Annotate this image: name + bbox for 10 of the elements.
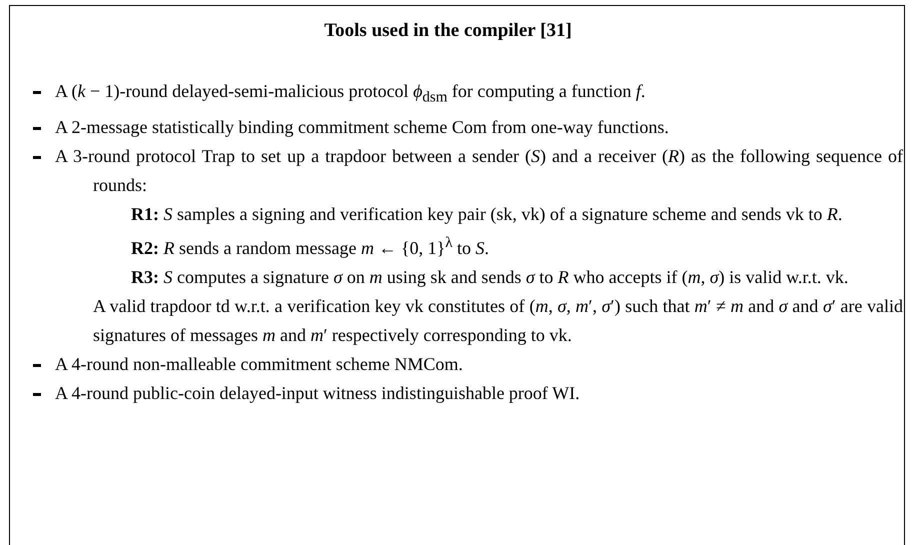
- paragraph: A valid trapdoor td w.r.t. a verification key vk constitutes of (m, σ, m′, σ′) such that m′ ≠ m and σ and σ′ are valid signatures of messages m and m′ respectively corresponding to vk.: [92, 294, 903, 347]
- round-step: R1: S samples a signing and verification key pair (sk, vk) of a signature scheme and sends vk to R.: [55, 200, 903, 229]
- list-item: A 4-round non-malleable commitment scheme NMCom.: [55, 352, 464, 376]
- round-step: R2: R sends a random message m ← {0, 1}$^{λ}$ to S.: [55, 228, 903, 263]
- list-item: A (k − 1)-round delayed-semi-malicious protocol ϕ$_{dsm}$ for computing a function f.: [55, 80, 646, 108]
- list-item: A 4-round public-coin delayed-input witness indistinguishable proof WI.: [55, 382, 581, 405]
- list-item: A 3-round protocol Trap to set up a trapdoor between a sender (S) and a receiver (R) as the following sequence of rounds:: [55, 144, 903, 197]
- list-item: A 2-message statistically binding commitment scheme Com from one-way functions.: [55, 116, 670, 139]
- panel-title: Tools used in the compiler [31]: [323, 20, 573, 42]
- round-step: R3: S computes a signature σ on m using sk and sends σ to R who accepts if (m, σ) is valid w.r.t. vk.: [55, 262, 903, 292]
